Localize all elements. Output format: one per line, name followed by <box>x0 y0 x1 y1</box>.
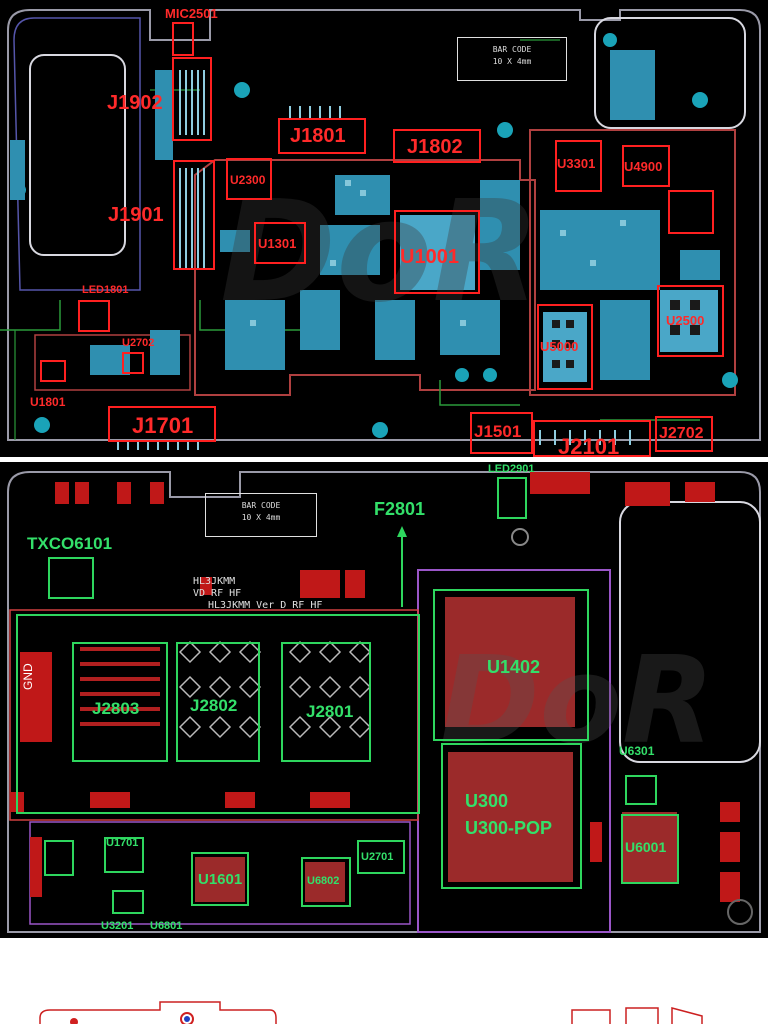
label-u300-pop: U300-POP <box>465 818 553 838</box>
label-j2702: J2702 <box>659 425 704 442</box>
label-u2701: U2701 <box>361 851 394 863</box>
label-u6802: U6802 <box>307 875 340 887</box>
label-u2702: U2702 <box>122 337 155 349</box>
svg-text:DoR: DoR <box>440 632 714 771</box>
u3301-box <box>555 140 602 192</box>
label-u300: U300 <box>465 791 509 811</box>
u2300-box <box>226 158 272 200</box>
u1001-box <box>394 210 480 294</box>
u1201-box <box>44 840 74 876</box>
label-u2500: U2500 <box>666 313 705 328</box>
label-j1801: J1801 <box>290 125 346 147</box>
barcode-title: BAR CODE <box>241 501 281 510</box>
label-j1802: J1802 <box>407 136 463 158</box>
u1301-box <box>254 222 306 264</box>
j2702-box <box>655 416 713 452</box>
j1801-box <box>278 118 366 154</box>
barcode-area: BAR CODE 10 X 4mm <box>205 493 317 537</box>
label-u1601: U1601 <box>198 871 243 888</box>
u4902-box <box>668 190 714 234</box>
u2702-box <box>122 352 144 374</box>
u1701-box <box>104 837 144 873</box>
label-u3301: U3301 <box>557 156 596 171</box>
txco6101-box <box>48 557 94 599</box>
next-board-preview <box>0 938 768 1026</box>
label-u6301: U6301 <box>619 744 655 758</box>
j1802-box <box>393 129 481 163</box>
label-j1501: J1501 <box>474 422 522 441</box>
u300-box <box>441 743 582 889</box>
j2801-box <box>281 642 371 762</box>
j1501-box <box>470 412 533 454</box>
label-led2901: LED2901 <box>488 463 535 475</box>
j1902-box <box>172 57 212 141</box>
j1701-box <box>108 406 216 442</box>
label-j1701: J1701 <box>132 413 194 438</box>
label-u1701: U1701 <box>106 837 139 849</box>
label-j2802: J2802 <box>190 696 238 715</box>
u6802-box <box>301 857 351 907</box>
u4900-box <box>622 145 670 187</box>
u2701-box <box>357 840 405 874</box>
led1801-box <box>78 300 110 332</box>
j1901-box <box>173 160 215 270</box>
label-u5000: U5000 <box>540 339 579 354</box>
sim-area-box <box>16 614 420 814</box>
barcode-title: BAR CODE <box>492 45 532 54</box>
board-model-text: HL3JKMM <box>193 576 236 587</box>
bottom-board-panel: DoR BAR CODE 10 X 4mm HL3JKMM VD RF HF H… <box>0 462 768 938</box>
label-j2801: J2801 <box>306 702 354 721</box>
label-u6801: U6801 <box>150 920 183 932</box>
u5000-box <box>537 304 593 390</box>
label-f2801: F2801 <box>374 499 426 519</box>
label-u6001: U6001 <box>625 839 667 855</box>
svg-text:DoR: DoR <box>220 171 540 334</box>
label-u1301: U1301 <box>258 236 297 251</box>
mic2501-box <box>172 22 194 56</box>
j2803-box <box>72 642 168 762</box>
board-model-sub: VD RF HF <box>193 588 242 599</box>
label-u1801: U1801 <box>30 395 66 409</box>
board-model-full: HL3JKMM Ver D RF HF <box>208 600 323 611</box>
u2500-box <box>657 285 724 357</box>
label-j1902: J1902 <box>107 92 163 114</box>
panel-separator <box>0 457 768 462</box>
barcode-size: 10 X 4mm <box>241 513 281 522</box>
bottom-board-traces: DoR <box>7 471 761 933</box>
u6001-box <box>621 814 679 884</box>
label-u1001: U1001 <box>400 246 459 268</box>
u1801-box <box>40 360 66 382</box>
label-j1901: J1901 <box>108 204 164 226</box>
j2101-box <box>533 420 651 457</box>
barcode-size: 10 X 4mm <box>492 57 532 66</box>
label-txco6101: TXCO6101 <box>27 534 113 553</box>
label-led1801: LED1801 <box>82 284 129 296</box>
led2901-box <box>497 477 527 519</box>
u6301-box <box>625 775 657 805</box>
u1601-box <box>191 852 249 906</box>
barcode-area: BAR CODE 10 X 4mm <box>457 37 567 81</box>
label-u4900: U4900 <box>624 159 663 174</box>
label-j2101: J2101 <box>558 434 620 458</box>
u1402-box <box>433 589 589 741</box>
label-u1402: U1402 <box>487 657 541 677</box>
next-board-outline <box>39 1001 703 1026</box>
label-u2300: U2300 <box>230 173 266 187</box>
label-j2803: J2803 <box>92 699 140 718</box>
u3201-box <box>112 890 144 914</box>
top-board-panel: DoR BAR CODE 10 X 4mm MIC2501 J1902 J180… <box>0 0 768 457</box>
top-board-traces: DoR <box>0 9 761 450</box>
j2802-box <box>176 642 260 762</box>
label-mic2501: MIC2501 <box>165 6 218 21</box>
label-u3201: U3201 <box>101 920 134 932</box>
